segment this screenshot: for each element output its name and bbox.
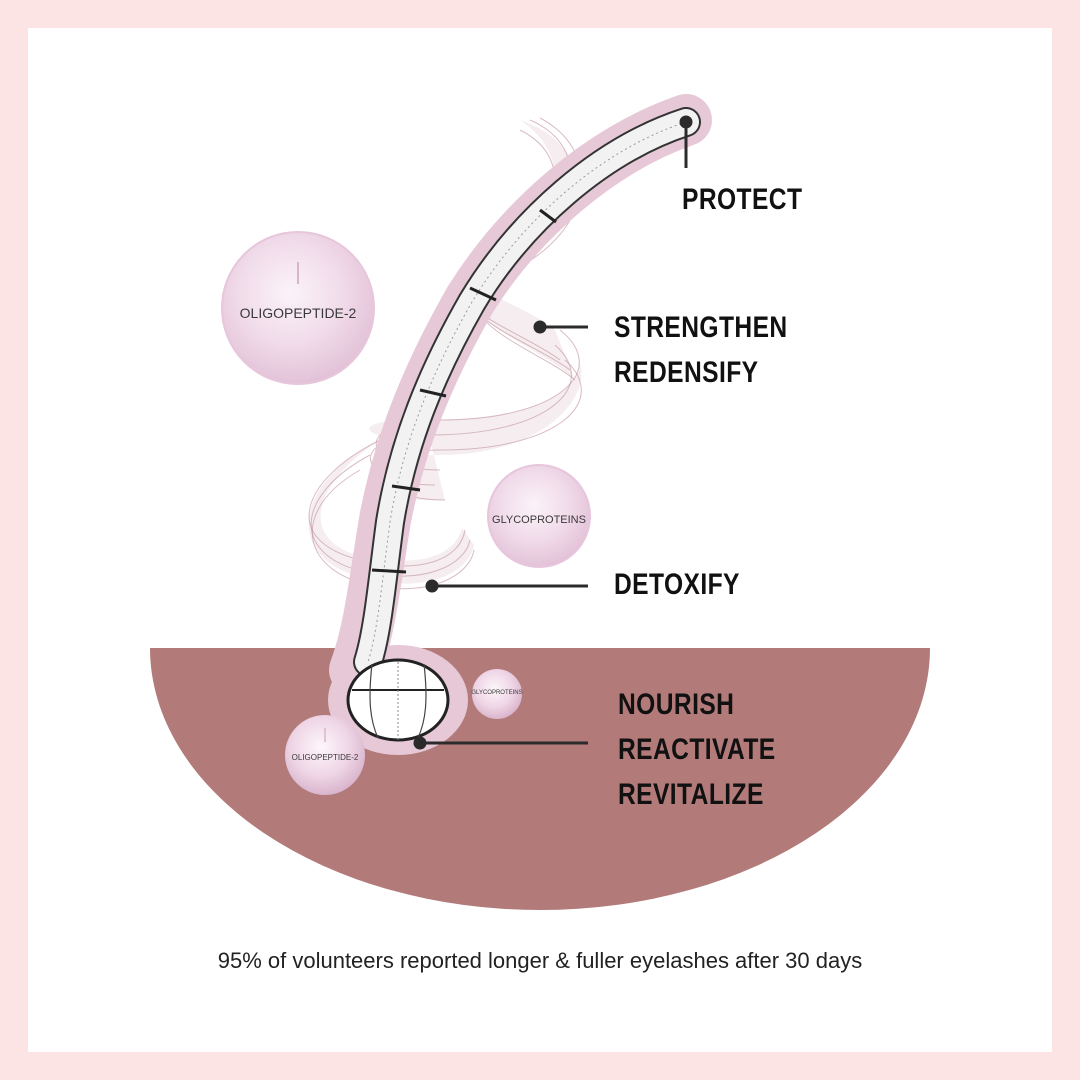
footer-claim: 95% of volunteers reported longer & full…	[217, 948, 863, 973]
callout-protect: PROTECT	[682, 183, 803, 216]
glycoproteins-bubble-small	[472, 669, 522, 719]
callout-nourish: NOURISH	[618, 688, 735, 721]
callout-strengthen: STRENGTHEN	[614, 311, 788, 344]
ingredient-label-oligopeptide-large: OLIGOPEPTIDE-2	[239, 305, 357, 321]
ingredient-label-oligopeptide-root: OLIGOPEPTIDE-2	[291, 753, 359, 762]
glycoproteins-bubble-medium	[487, 464, 591, 568]
ingredient-label-glycoproteins-small: GLYCOPROTEINS	[471, 690, 523, 696]
oligopeptide-bubble-root	[285, 715, 365, 795]
lash-segments	[371, 208, 557, 574]
callout-detoxify: DETOXIFY	[614, 568, 740, 601]
oligopeptide-bubble-large	[221, 231, 375, 385]
leader-lines	[413, 115, 693, 750]
ingredient-label-glycoproteins-medium: GLYCOPROTEINS	[492, 514, 586, 526]
callout-reactivate: REACTIVATE	[618, 733, 776, 766]
callout-redensify: REDENSIFY	[614, 356, 759, 389]
skin-layer	[150, 648, 930, 910]
callout-revitalize: REVITALIZE	[618, 778, 764, 811]
